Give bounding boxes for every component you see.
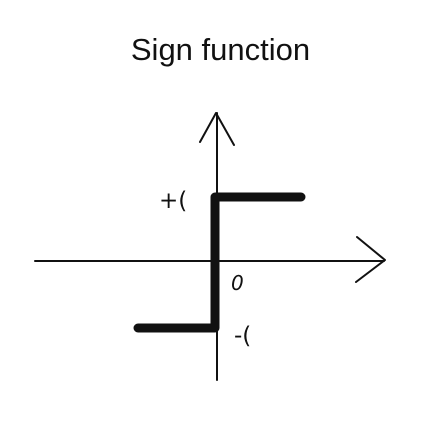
label-minus-one: -( bbox=[234, 323, 251, 349]
sign-function-curve bbox=[133, 192, 306, 333]
y-axis-arrowhead bbox=[199, 112, 235, 146]
label-origin: 0 bbox=[231, 271, 244, 295]
diagram-title: Sign function bbox=[130, 32, 311, 67]
label-plus-one: +( bbox=[159, 188, 187, 214]
x-axis-arrowhead bbox=[355, 236, 386, 283]
